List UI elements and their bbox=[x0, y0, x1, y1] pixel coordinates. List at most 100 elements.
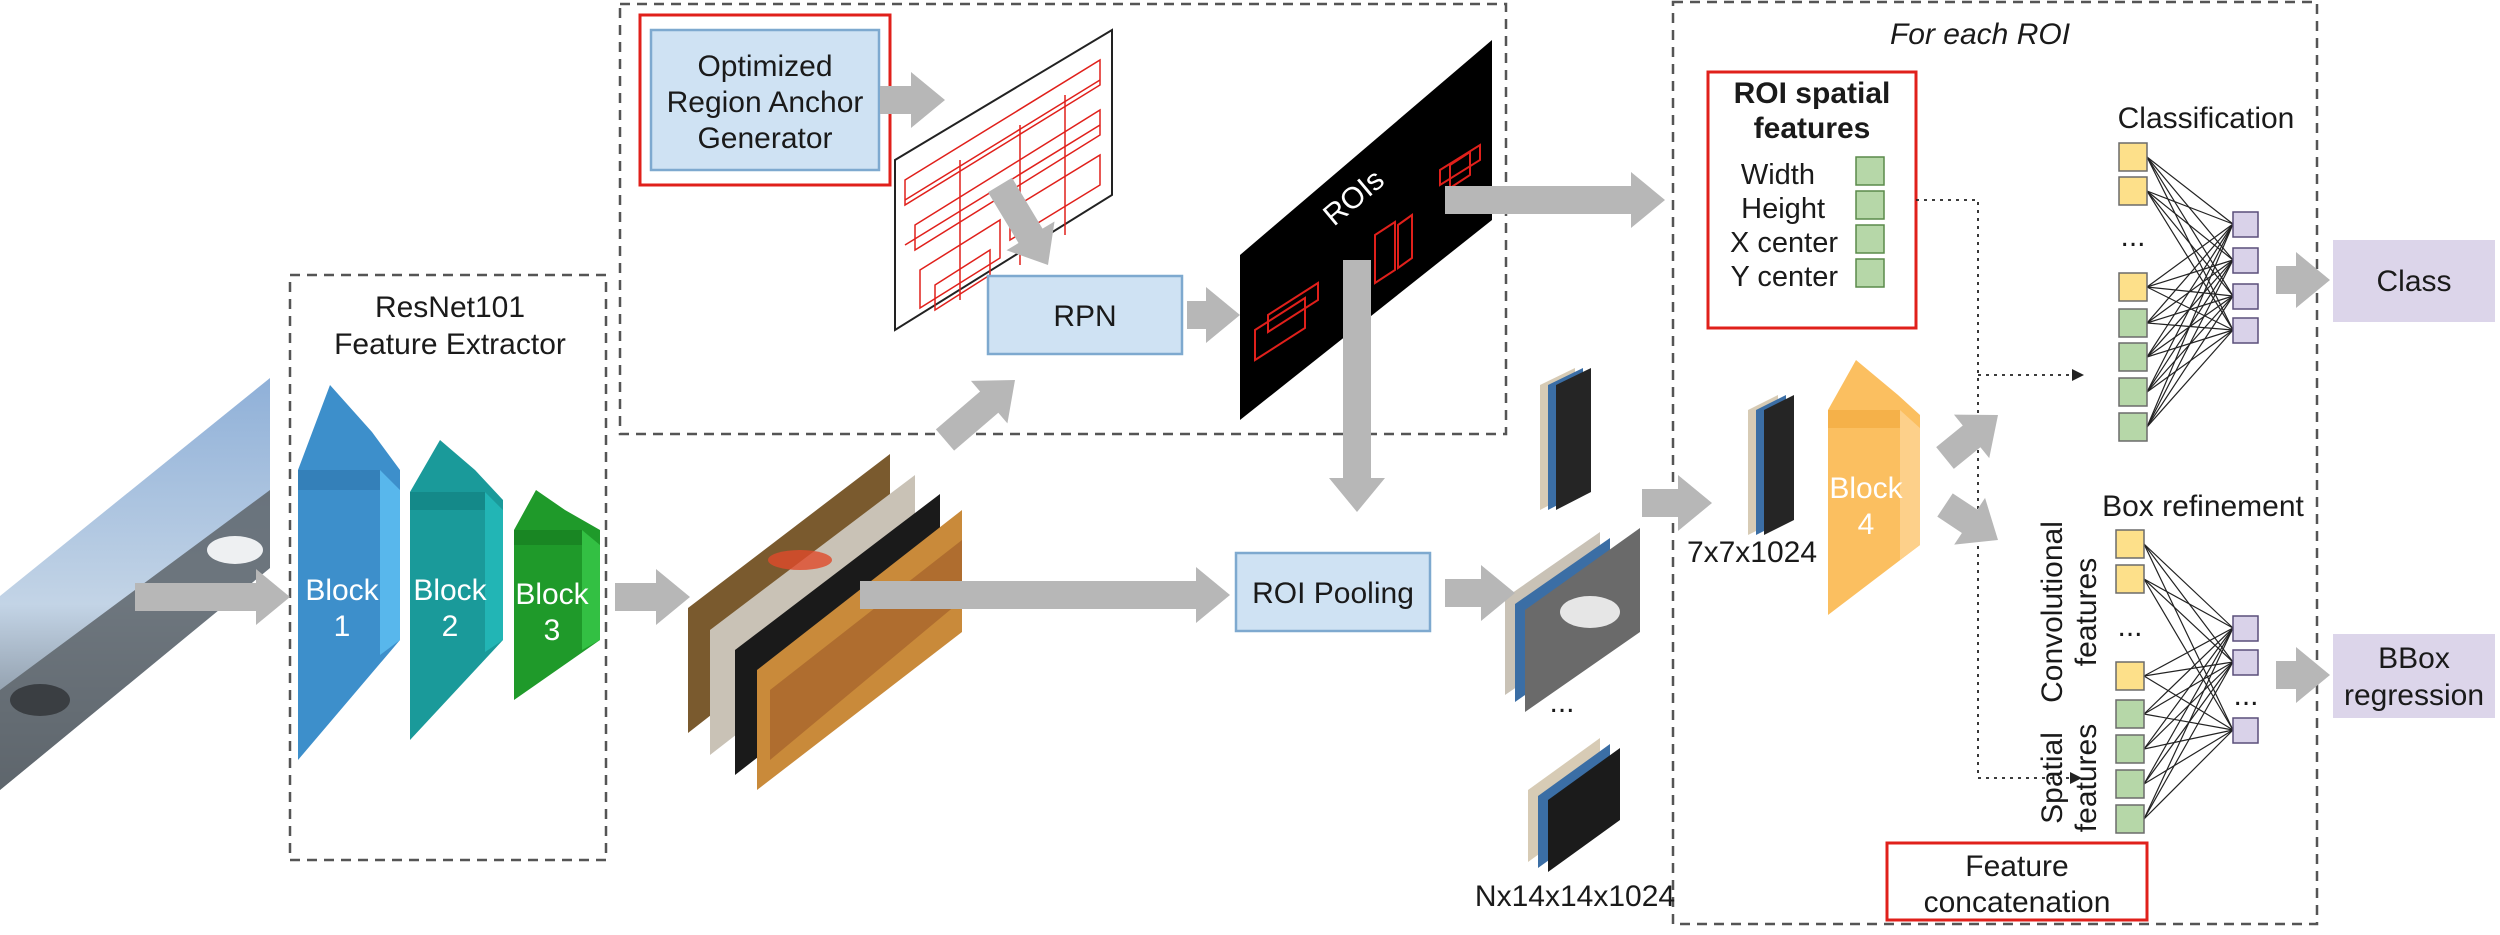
classification-connection bbox=[2146, 156, 2234, 225]
classification-connection bbox=[2146, 223, 2234, 393]
block-4-label-line2: 4 bbox=[1858, 508, 1875, 541]
spatial-features-label-line1: Spatial bbox=[2036, 732, 2069, 824]
arrow-roi-pooling-to-pooled bbox=[1445, 565, 1515, 621]
arrow-pooled-to-roi-feature bbox=[1642, 475, 1712, 531]
box-refinement-input-node bbox=[2115, 804, 2145, 834]
box-refinement-output-node bbox=[2232, 717, 2259, 744]
classification-connection bbox=[2146, 190, 2234, 261]
block-2-label-line2: 2 bbox=[442, 610, 459, 643]
spatial-item-width: Width bbox=[1741, 159, 1815, 191]
arrow-rois-to-roi-pooling bbox=[1329, 260, 1385, 512]
classification-connection bbox=[2146, 223, 2234, 288]
arrow-block4-to-classification bbox=[1936, 414, 1998, 469]
arrow-classification-to-class bbox=[2276, 252, 2330, 308]
classification-connection bbox=[2146, 223, 2234, 428]
classification-output-node bbox=[2232, 283, 2259, 310]
classification-input-node bbox=[2118, 176, 2148, 206]
classification-connection bbox=[2146, 329, 2234, 428]
box-refinement-title: Box refinement bbox=[2102, 490, 2304, 523]
box-refinement-connection bbox=[2143, 661, 2234, 820]
block-2: Block 2 bbox=[410, 440, 503, 740]
roi-pooling-label: ROI Pooling bbox=[1252, 577, 1414, 610]
pooled-ellipsis: ... bbox=[1549, 686, 1574, 719]
spatial-feature-cells bbox=[1855, 156, 1885, 288]
roi-feature-image bbox=[1748, 395, 1794, 535]
box-refinement-connection bbox=[2143, 578, 2234, 629]
roi-pooling-box: ROI Pooling bbox=[1234, 551, 1432, 633]
conv-features-label-line1: Convolutional bbox=[2036, 521, 2069, 703]
anchor-generator-box: Optimized Region Anchor Generator bbox=[649, 28, 881, 172]
arrow-block3-to-features bbox=[615, 569, 690, 625]
box-refinement-input-node bbox=[2115, 699, 2145, 729]
arrow-block4-to-box-refinement bbox=[1937, 493, 1998, 545]
box-refinement-connection bbox=[2143, 578, 2234, 731]
spatial-dotted-branch-arrowhead bbox=[2072, 369, 2084, 381]
roi-spatial-title-line1: ROI spatial bbox=[1734, 77, 1891, 110]
arrow-rpn-to-rois bbox=[1187, 287, 1240, 343]
conv-features-label-line2: features bbox=[2070, 558, 2103, 666]
block-3: Block 3 bbox=[514, 490, 600, 700]
box-refinement-output-node bbox=[2232, 649, 2259, 676]
block-1: Block 1 bbox=[298, 385, 400, 760]
box-refinement-connection bbox=[2143, 729, 2234, 820]
arrow-anchor-gen-to-grid bbox=[880, 72, 945, 128]
box-refinement-connection bbox=[2143, 627, 2234, 820]
classification-input-node bbox=[2118, 377, 2148, 407]
feature-concat-line2: concatenation bbox=[1924, 886, 2111, 919]
box-refinement-connection bbox=[2143, 675, 2234, 731]
pooled-size-label: Nx14x14x1024 bbox=[1475, 880, 1675, 913]
arrow-features-to-roi-pooling bbox=[860, 567, 1230, 623]
arrow-box-refinement-to-bbox bbox=[2276, 647, 2330, 703]
box-refinement-connection bbox=[2143, 627, 2234, 750]
box-refinement-input-node bbox=[2115, 564, 2145, 594]
bbox-output-line2: regression bbox=[2344, 679, 2484, 712]
box-refinement-output-node bbox=[2232, 615, 2259, 642]
block-4-label-line1: Block bbox=[1829, 472, 1903, 505]
classification-connection bbox=[2146, 259, 2234, 428]
feature-concat-box bbox=[1885, 841, 2149, 922]
flow-arrows bbox=[135, 72, 2330, 703]
rpn-label: RPN bbox=[1053, 300, 1116, 333]
block-4: Block 4 bbox=[1828, 360, 1920, 615]
classification-connection bbox=[2146, 223, 2234, 324]
box-refinement-ellipsis: ... bbox=[2117, 610, 2142, 643]
roi-section-title: For each ROI bbox=[1890, 18, 2070, 51]
classification-connection bbox=[2146, 190, 2234, 297]
classification-input-node bbox=[2118, 342, 2148, 372]
roi-head-group bbox=[1671, 0, 2319, 926]
classification-connection bbox=[2146, 295, 2234, 428]
spatial-item-y-center: Y center bbox=[1731, 261, 1839, 293]
box-refinement-input-node bbox=[2115, 529, 2145, 559]
box-refinement-connection bbox=[2143, 627, 2234, 677]
box-refinement-input-node bbox=[2115, 769, 2145, 799]
roi-spatial-title-line2: features bbox=[1754, 112, 1871, 145]
classification-input-node bbox=[2118, 308, 2148, 338]
box-refinement-connection bbox=[2143, 627, 2234, 785]
arrow-rois-to-spatial bbox=[1445, 172, 1665, 228]
classification-connection bbox=[2146, 190, 2234, 225]
classification-output-node bbox=[2232, 211, 2259, 238]
spatial-item-height: Height bbox=[1741, 193, 1825, 225]
rpn-box: RPN bbox=[986, 274, 1184, 356]
feature-extractor-title-line1: ResNet101 bbox=[375, 291, 525, 324]
arrow-grid-to-rpn bbox=[987, 177, 1055, 265]
box-refinement-connection bbox=[2143, 661, 2234, 677]
box-refinement-connection bbox=[2143, 627, 2234, 715]
block-2-label-line1: Block bbox=[413, 574, 487, 607]
block-1-label-line1: Block bbox=[305, 574, 379, 607]
pooled-features-stack bbox=[1505, 368, 1640, 872]
class-output-box: Class bbox=[2333, 240, 2495, 322]
feature-maps-stack bbox=[688, 454, 962, 790]
roi-feature-size: 7x7x1024 bbox=[1687, 536, 1817, 569]
arrow-features-to-rpn bbox=[935, 380, 1015, 451]
spatial-dotted-arrowhead bbox=[2070, 772, 2082, 784]
block-3-label-line2: 3 bbox=[544, 614, 561, 647]
box-refinement-connection bbox=[2143, 729, 2234, 785]
classification-output-node bbox=[2232, 317, 2259, 344]
box-refinement-node-ellipsis: ... bbox=[2233, 679, 2258, 712]
spatial-item-x-center: X center bbox=[1730, 227, 1838, 259]
classification-connection bbox=[2146, 156, 2234, 297]
classification-input-node bbox=[2118, 412, 2148, 442]
